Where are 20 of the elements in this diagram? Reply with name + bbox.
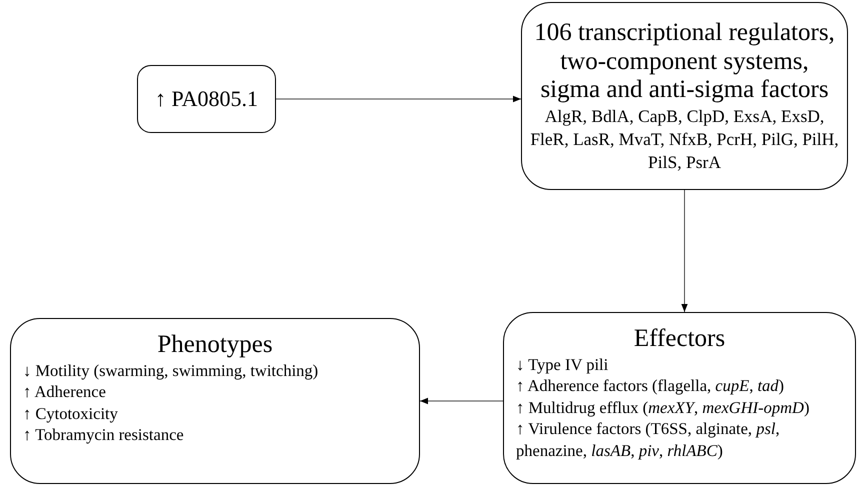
box-heading: Effectors — [632, 325, 726, 354]
rounded-box — [137, 65, 276, 133]
box-text: ↑ Adherence factors (flagella, cupE, tad) — [516, 375, 786, 397]
box-text: ↑ Multidrug efflux (mexXY, mexGHI-opmD) — [516, 396, 810, 418]
box-text: ↑ Virulence factors (T6SS, alginate, psl, phenazine, lasAB, piv, rhlABC) — [516, 418, 781, 461]
arrow — [681, 190, 688, 312]
box-heading: Phenotypes — [156, 331, 274, 360]
rounded-box — [10, 318, 420, 484]
box-heading: ↑ PA0805.1 — [154, 85, 258, 113]
arrow — [420, 398, 504, 404]
rounded-box — [503, 312, 856, 484]
box-heading: 106 transcriptional regulators, two-component systems, sigma and anti-sigma factors — [533, 18, 836, 105]
box-text: ↓ Type IV pili — [516, 354, 610, 376]
box-text: ↓ Motility (swarming, swimming, twitching) — [23, 360, 320, 382]
box-text: ↑ Adherence — [23, 381, 107, 403]
box-text: AlgR, BdlA, CapB, ClpD, ExsA, ExsD, FleR, LasR, MvaT, NfxB, PcrH, PilG, PilH, PilS, PsrA — [530, 105, 839, 174]
box-text: ↑ Cytotoxicity — [23, 402, 119, 424]
arrow — [276, 96, 522, 102]
rounded-box — [521, 2, 848, 190]
box-text: ↑ Tobramycin resistance — [23, 424, 185, 446]
